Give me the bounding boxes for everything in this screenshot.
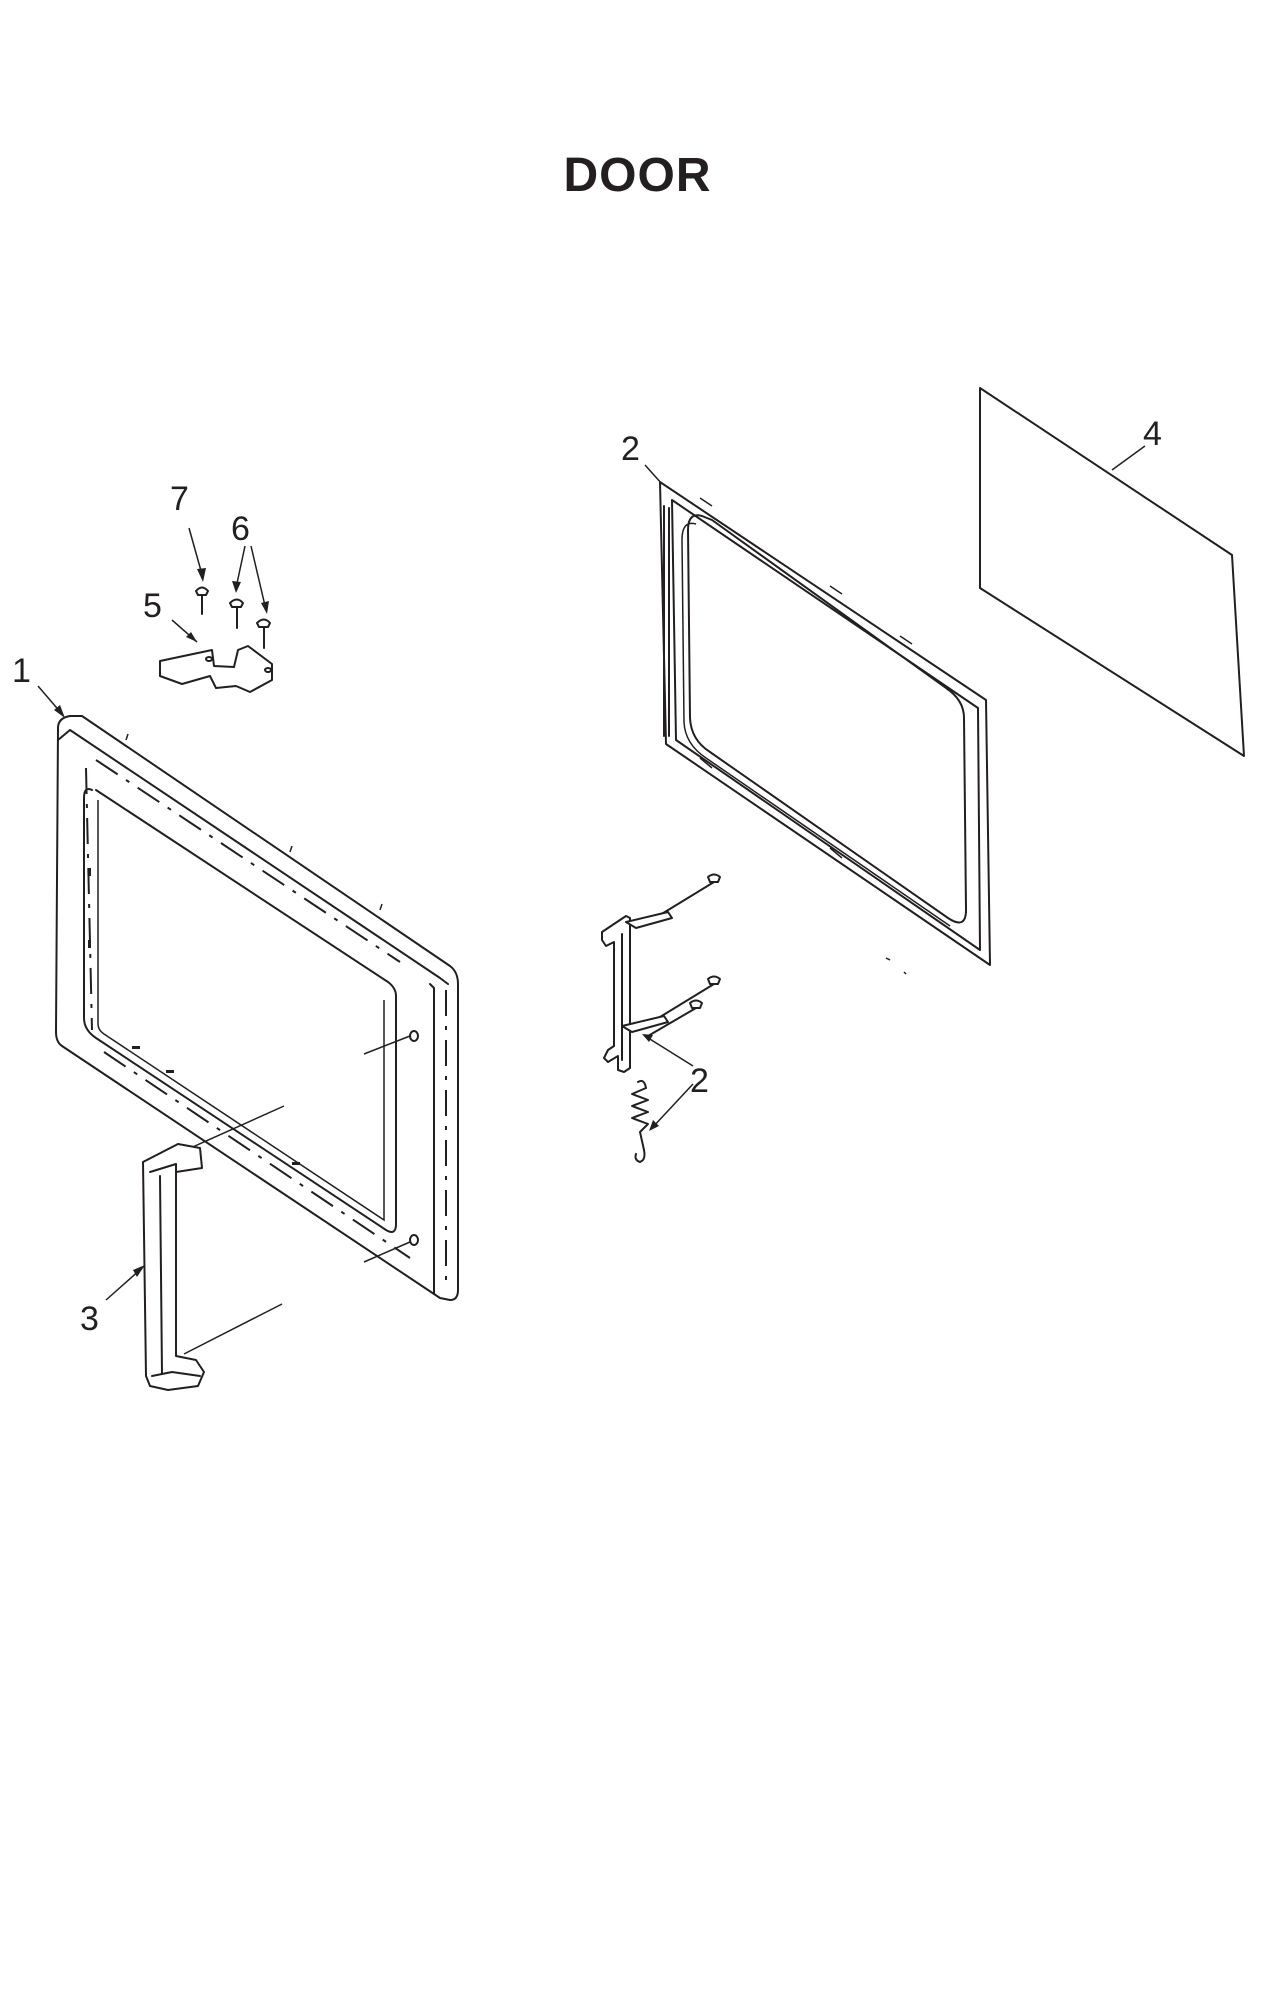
leader-line-2-bottom-a bbox=[644, 1035, 694, 1067]
hinge-pin-screw bbox=[195, 586, 209, 615]
page-title: DOOR bbox=[563, 149, 712, 202]
leader-line-2-top bbox=[644, 464, 663, 485]
callout-label-2-bottom: 2 bbox=[690, 1062, 709, 1100]
leader-line-4 bbox=[1111, 445, 1146, 471]
inner-choke-frame bbox=[659, 481, 991, 975]
hinge-bracket bbox=[159, 645, 273, 693]
callout-label-2-top: 2 bbox=[621, 430, 640, 468]
callout-label-3: 3 bbox=[80, 1300, 99, 1338]
door-handle bbox=[142, 1143, 205, 1391]
callout-label-1: 1 bbox=[12, 652, 31, 690]
callout-label-4: 4 bbox=[1143, 415, 1162, 453]
leader-line-2-bottom-b bbox=[651, 1083, 694, 1129]
outer-door-frame bbox=[55, 715, 459, 1301]
hinge-screws bbox=[229, 598, 271, 649]
door-screen-panel bbox=[979, 387, 1245, 757]
latch-assembly bbox=[601, 873, 721, 1163]
leader-line-6b bbox=[250, 545, 267, 611]
callout-label-5: 5 bbox=[143, 587, 162, 625]
leader-line-6a bbox=[235, 545, 246, 589]
leader-line-3 bbox=[105, 1268, 142, 1301]
callout-label-6: 6 bbox=[231, 510, 250, 548]
callout-label-7: 7 bbox=[170, 480, 189, 518]
